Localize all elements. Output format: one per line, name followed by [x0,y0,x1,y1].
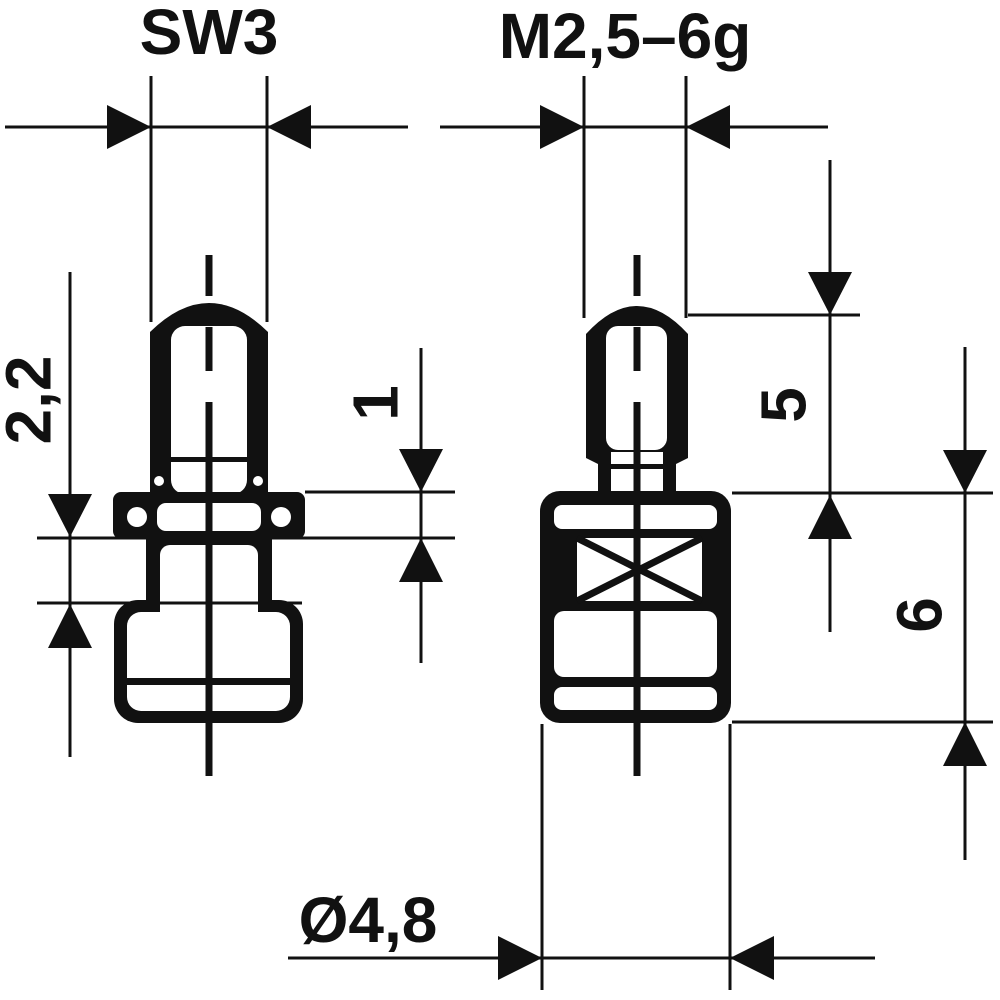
label-dia-4-8: Ø4,8 [299,884,438,956]
arrow-left-icon [686,105,730,149]
label-2-2: 2,2 [0,356,64,445]
right-view-part [540,255,731,776]
arrow-down-icon [808,272,852,315]
dim-6: 6 [883,347,987,860]
dim-2-2: 2,2 [0,272,92,757]
left-flange-hole-left [127,507,147,527]
arrow-left-icon [730,936,774,980]
dim-5: 5 [747,160,852,632]
dim-sw3: SW3 [5,0,408,149]
label-thread: M2,5–6g [499,0,752,72]
label-5: 5 [747,387,819,423]
arrow-down-icon [399,449,443,492]
arrow-down-icon [943,450,987,493]
arrow-left-icon [267,105,311,149]
arrow-right-icon [498,936,542,980]
label-1: 1 [339,385,411,421]
arrow-right-icon [107,105,151,149]
arrow-down-icon [48,494,92,537]
label-6: 6 [883,597,955,633]
extension-lines [37,76,993,990]
arrow-up-icon [943,722,987,766]
label-sw3: SW3 [140,0,279,68]
left-view-part [113,255,305,776]
arrow-up-icon [808,495,852,539]
left-stem-fillet-right [253,476,263,486]
arrow-up-icon [48,604,92,648]
arrow-right-icon [540,105,584,149]
right-stem-bore [606,326,667,450]
dim-thread: M2,5–6g [440,0,828,149]
dim-dia-4-8: Ø4,8 [288,884,875,980]
dim-1: 1 [339,348,443,663]
arrow-up-icon [399,538,443,582]
left-flange-hole-right [271,507,291,527]
left-stem-fillet-left [154,476,164,486]
